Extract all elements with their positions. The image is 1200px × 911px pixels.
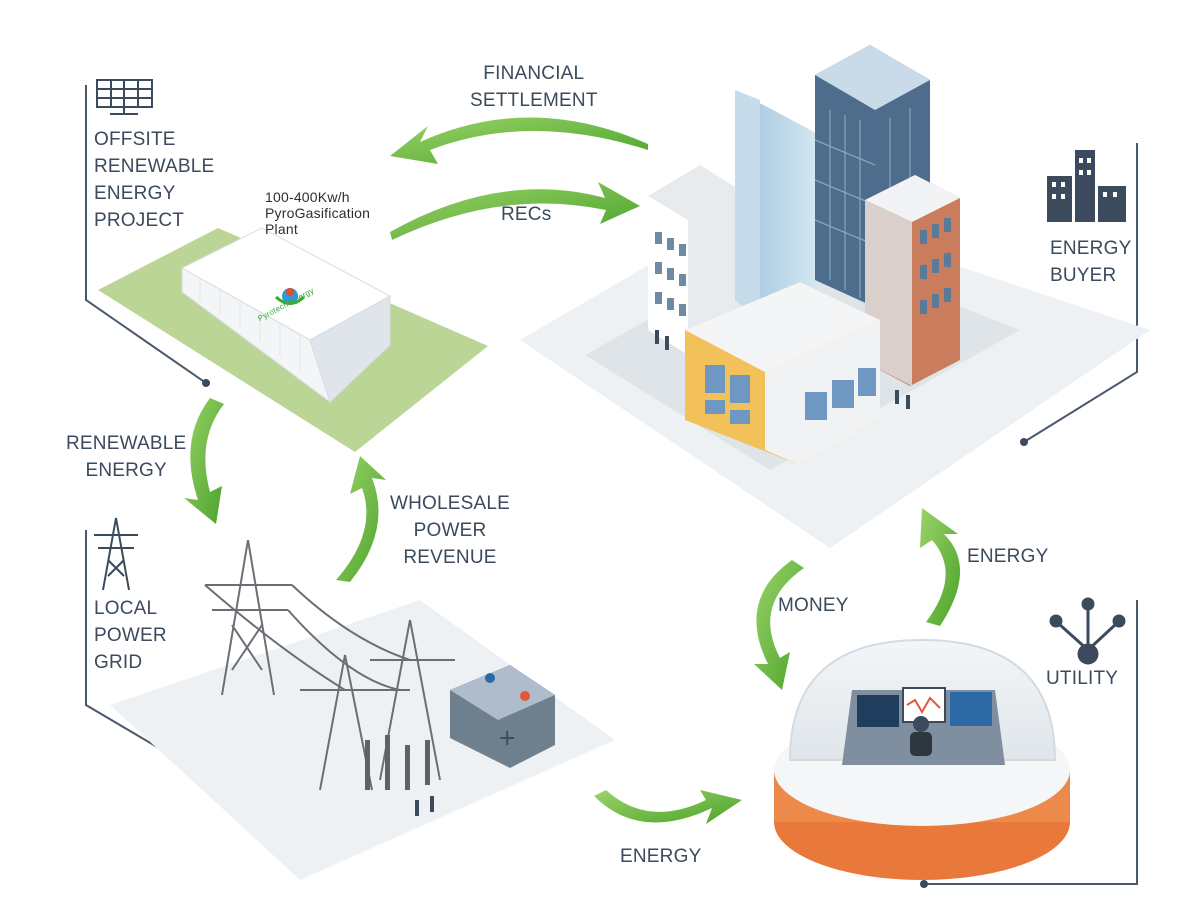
bracket-dot [920,880,928,888]
label-line: Plant [265,221,298,237]
label-energy-top: ENERGY [967,543,1048,570]
plant-site-illustration [98,227,488,452]
label-line: ENERGY [620,846,702,867]
network-nodes-icon [1049,597,1126,665]
label-line: ENERGY [85,460,167,481]
label-line: REVENUE [403,547,497,568]
flow-arrows [184,117,961,824]
label-line: RECs [501,204,552,225]
bracket-buyer [1023,143,1138,443]
label-line: ENERGY [94,183,176,204]
label-local-power-grid: LOCAL POWER GRID [94,595,167,676]
arrow-renewable-energy [184,398,224,524]
power-grid-illustration: + [110,539,615,880]
label-line: 100-400Kw/h [265,189,350,205]
arrow-wholesale-revenue [336,456,386,582]
label-line: UTILITY [1046,668,1119,689]
label-utility: UTILITY [1046,665,1118,692]
label-line: BUYER [1050,265,1117,286]
label-line: GRID [94,652,143,673]
label-line: LOCAL [94,598,158,619]
label-wholesale-revenue: WHOLESALE POWER REVENUE [390,490,510,571]
label-line: ENERGY [1050,238,1132,259]
solar-panel-icon [96,79,153,115]
label-line: POWER [94,625,167,646]
label-money: MONEY [778,592,849,619]
arrow-money [754,560,804,690]
label-renewable-energy: RENEWABLE ENERGY [66,430,186,484]
battery-icon: + [450,665,555,768]
label-financial-settlement: FINANCIAL SETTLEMENT [470,60,598,114]
label-recs: RECs [501,201,551,228]
bracket-project [85,85,207,384]
arrow-energy-utility-to-buyer [920,508,961,626]
bracket-lines [85,85,1138,885]
label-line: MONEY [778,595,849,616]
label-energy-bottom: ENERGY [620,843,701,870]
arrow-energy-grid-to-utility [594,790,742,824]
label-energy-buyer: ENERGY BUYER [1050,235,1131,289]
utility-dome-illustration [774,638,1070,880]
label-line: SETTLEMENT [470,90,598,111]
city-block-illustration [520,45,1150,548]
label-line: RENEWABLE [66,433,187,454]
bracket-utility [924,600,1138,885]
label-line: WHOLESALE [390,493,511,514]
company-logo-icon [274,288,306,305]
label-line: POWER [413,520,487,541]
label-line: OFFSITE [94,129,176,150]
bracket-dot [1020,438,1028,446]
label-line: PROJECT [94,210,185,231]
label-line: FINANCIAL [483,63,585,84]
arrow-financial-settlement [390,117,648,164]
label-line: RENEWABLE [94,156,215,177]
transmission-tower-icon [94,517,138,591]
label-line: ENERGY [967,546,1049,567]
label-plant: 100-400Kw/h PyroGasification Plant [265,189,370,237]
label-offsite-project: OFFSITE RENEWABLE ENERGY PROJECT [94,126,214,234]
label-line: PyroGasification [265,205,371,221]
svg-text:+: + [498,726,516,751]
arrow-recs [390,182,640,240]
office-buildings-icon [1047,150,1126,222]
bracket-dot [202,379,210,387]
